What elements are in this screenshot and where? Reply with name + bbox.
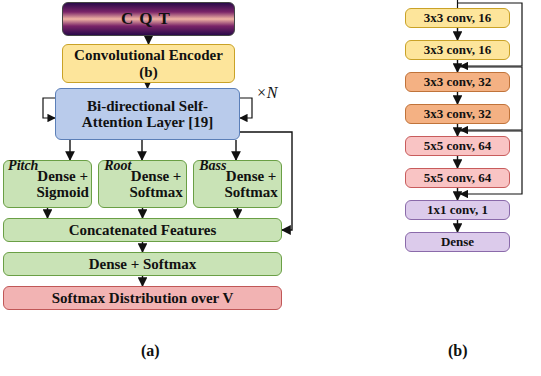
conv-layer-box: 5x5 conv, 64 <box>405 168 510 188</box>
conv-layer-box: 1x1 conv, 1 <box>405 200 510 220</box>
box-label: Bi-directional Self-Attention Layer [19] <box>60 98 235 131</box>
box-label: CQT <box>121 10 176 29</box>
layout-line <box>457 0 458 8</box>
conv-layer-box: 3x3 conv, 32 <box>405 72 510 92</box>
box-label: 5x5 conv, 64 <box>424 139 492 153</box>
connector-arrow <box>457 92 458 104</box>
box-label: Dense + Softmax <box>224 168 277 201</box>
concat-box: Concatenated Features <box>3 218 282 242</box>
box-label: Concatenated Features <box>69 222 217 239</box>
connector-arrow <box>148 36 149 44</box>
connector-arrow <box>457 60 458 72</box>
connector-arrow <box>69 140 70 160</box>
connector-arrow <box>457 188 458 200</box>
conv-layer-box: 3x3 conv, 16 <box>405 40 510 60</box>
branch-name: Root <box>104 158 131 173</box>
panel-label: (b) <box>448 342 468 360</box>
connector-arrow <box>457 220 458 232</box>
conv-layer-box: Dense <box>405 232 510 252</box>
panel-label: (a) <box>141 342 160 360</box>
multiplier-label: ×N <box>256 84 277 102</box>
branch-name: Bass <box>199 158 226 173</box>
connector-arrow <box>142 242 143 252</box>
connector-arrow <box>457 156 458 168</box>
box-label: 3x3 conv, 16 <box>424 43 492 57</box>
connector-arrow <box>141 140 142 160</box>
box-label: 3x3 conv, 16 <box>424 11 492 25</box>
dense-box: Dense + Softmax <box>3 252 282 276</box>
branch-name: Pitch <box>8 158 38 173</box>
conv-layer-box: 3x3 conv, 32 <box>405 104 510 124</box>
connector-arrow <box>237 208 238 218</box>
layout-line <box>43 98 55 118</box>
connector-arrow <box>142 208 143 218</box>
box-label: Softmax Distribution over V <box>52 290 234 307</box>
connector-arrow <box>457 28 458 40</box>
box-label: Dense + Softmax <box>129 168 182 201</box>
box-label: Convolutional Encoder (b) <box>67 47 230 80</box>
connector-arrow <box>142 276 143 286</box>
encoder-box: Convolutional Encoder (b) <box>62 44 235 83</box>
conv-layer-box: 3x3 conv, 16 <box>405 8 510 28</box>
connector-arrow <box>457 124 458 136</box>
connector-arrow <box>235 140 236 160</box>
box-label: Dense <box>441 235 474 249</box>
head-box: PitchDense + Sigmoid <box>3 160 92 208</box>
box-label: Dense + Sigmoid <box>36 168 89 201</box>
conv-layer-box: 5x5 conv, 64 <box>405 136 510 156</box>
box-label: 3x3 conv, 32 <box>424 75 492 89</box>
connector-arrow <box>47 208 48 218</box>
input-spectrogram: CQT <box>62 2 235 36</box>
box-label: 3x3 conv, 32 <box>424 107 492 121</box>
layout-line <box>240 98 252 118</box>
attention-box: Bi-directional Self-Attention Layer [19] <box>55 88 240 140</box>
head-box: RootDense + Softmax <box>98 160 187 208</box>
output-box: Softmax Distribution over V <box>3 286 282 310</box>
box-label: 1x1 conv, 1 <box>427 203 488 217</box>
box-label: Dense + Softmax <box>89 256 197 273</box>
box-label: 5x5 conv, 64 <box>424 171 492 185</box>
head-box: BassDense + Softmax <box>193 160 282 208</box>
